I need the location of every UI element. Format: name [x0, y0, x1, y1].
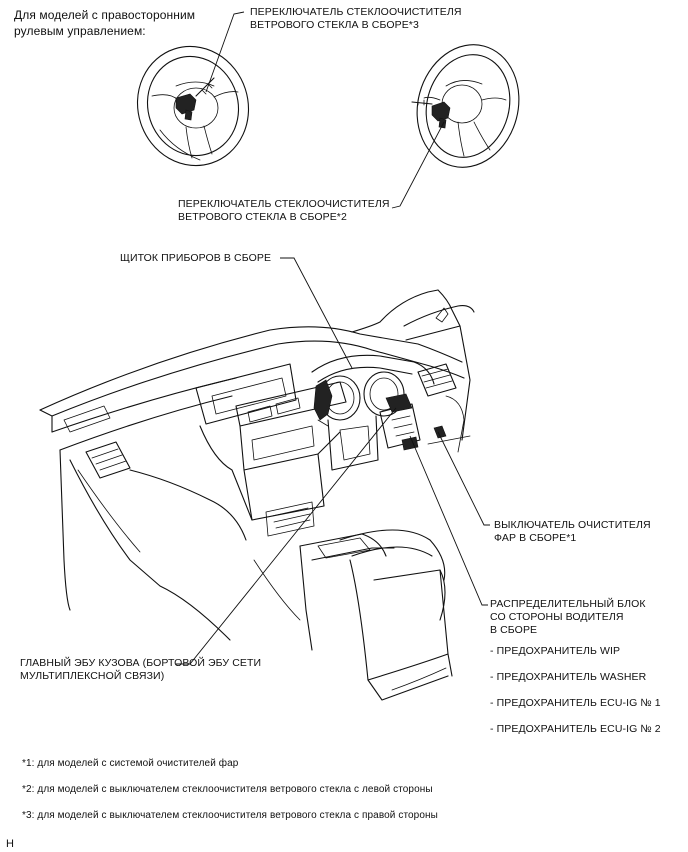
- dashboard: [39, 289, 475, 701]
- label-main-body-ecu-line-1: ГЛАВНЫЙ ЭБУ КУЗОВА (БОРТОВОЙ ЭБУ СЕТИ: [20, 657, 262, 669]
- corner-mark: H: [6, 838, 15, 850]
- label-headlamp-cleaner-switch-line-1: ВЫКЛЮЧАТЕЛЬ ОЧИСТИТЕЛЯ: [494, 519, 651, 531]
- label-headlamp-cleaner-switch-line-2: ФАР В СБОРЕ*1: [494, 532, 577, 544]
- footnote-3: *3: для моделей с выключателем стеклоочи…: [22, 810, 438, 821]
- label-wiper-switch-2-line-2: ВЕТРОВОГО СТЕКЛА В СБОРЕ*2: [178, 211, 347, 223]
- label-junction-block-line-2: СО СТОРОНЫ ВОДИТЕЛЯ: [490, 611, 624, 623]
- fuse-wip: - ПРЕДОХРАНИТЕЛЬ WIP: [490, 645, 621, 657]
- leader-combination-meter: [280, 257, 353, 369]
- fuse-washer: - ПРЕДОХРАНИТЕЛЬ WASHER: [490, 671, 647, 683]
- label-combination-meter: ЩИТОК ПРИБОРОВ В СБОРЕ: [120, 252, 272, 264]
- steering-wheel-rhd: [136, 45, 250, 167]
- label-main-body-ecu-line-2: МУЛЬТИПЛЕКСНОЙ СВЯЗИ): [20, 670, 165, 682]
- label-wiper-switch-2-line-1: ПЕРЕКЛЮЧАТЕЛЬ СТЕКЛООЧИСТИТЕЛЯ: [178, 198, 390, 210]
- footnote-2: *2: для моделей с выключателем стеклоочи…: [22, 784, 433, 795]
- leader-junction-block: [409, 435, 488, 606]
- leader-wiper-switch-2: [391, 121, 445, 209]
- label-junction-block-line-3: В СБОРЕ: [490, 624, 538, 636]
- fuse-ecu-ig-2: - ПРЕДОХРАНИТЕЛЬ ECU-IG № 2: [490, 723, 661, 735]
- fuse-ecu-ig-1: - ПРЕДОХРАНИТЕЛЬ ECU-IG № 1: [490, 697, 661, 709]
- label-wiper-switch-3-line-2: ВЕТРОВОГО СТЕКЛА В СБОРЕ*3: [250, 19, 419, 31]
- label-junction-block-line-1: РАСПРЕДЕЛИТЕЛЬНЫЙ БЛОК: [490, 598, 646, 610]
- leader-main-body-ecu: [176, 407, 397, 665]
- leader-wiper-switch-3: [205, 11, 245, 93]
- footnote-1: *1: для моделей с системой очистителей ф…: [22, 758, 239, 769]
- rhd-note-line-1: Для моделей с правосторонним: [14, 8, 196, 22]
- wiper-switch-lhd: [411, 99, 451, 129]
- label-wiper-switch-3-line-1: ПЕРЕКЛЮЧАТЕЛЬ СТЕКЛООЧИСТИТЕЛЯ: [250, 6, 462, 18]
- steering-wheel-lhd: [416, 44, 520, 168]
- leader-headlamp-cleaner-switch: [437, 431, 490, 526]
- wiper-switch-rhd: [175, 77, 215, 121]
- rhd-note-line-2: рулевым управлением:: [14, 24, 146, 38]
